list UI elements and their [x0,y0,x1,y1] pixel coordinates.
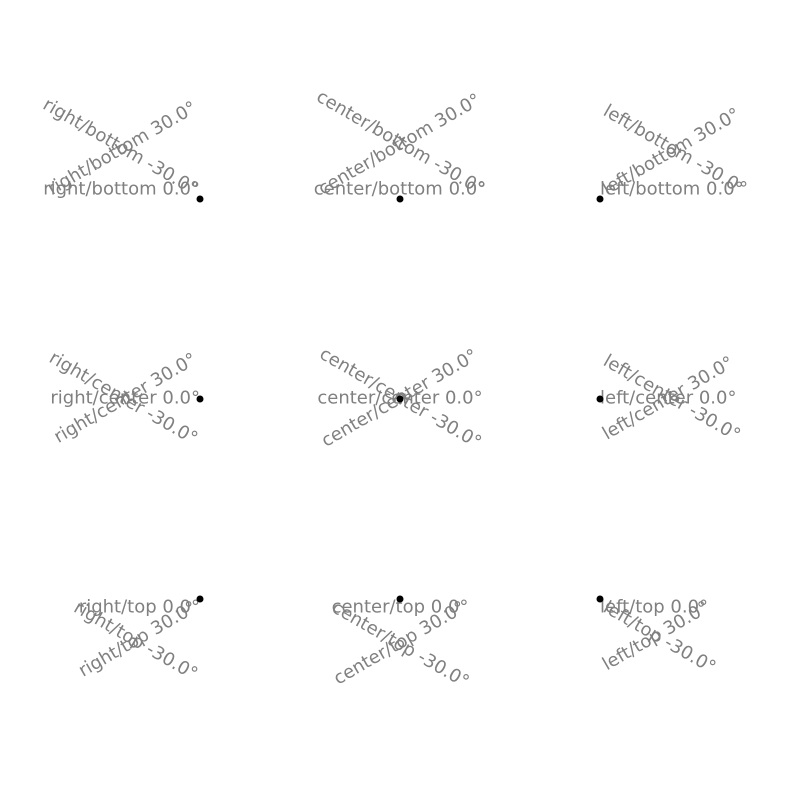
label-center-bottom-zero: center/bottom 0.0° [314,179,486,200]
anchor-point-left-top [596,595,604,603]
anchor-point-right-top [196,595,204,603]
anchor-point-center-top [396,595,404,603]
anchor-point-right-bottom [196,195,204,203]
label-left-bottom-zero: left/bottom 0.0° [600,179,744,200]
anchor-point-center-center [396,395,404,403]
anchor-point-left-bottom [596,195,604,203]
anchor-point-right-center [196,395,204,403]
anchor-point-center-bottom [396,195,404,203]
label-center-top-zero: center/top 0.0° [332,597,469,618]
anchor-point-left-center [596,395,604,403]
label-left-center-zero: left/center 0.0° [600,388,736,409]
label-right-center-zero: right/center 0.0° [50,388,200,409]
label-right-top-zero: right/top 0.0° [79,597,200,618]
label-right-bottom-zero: right/bottom 0.0° [43,179,200,200]
label-left-top-zero: left/top 0.0° [600,597,708,618]
